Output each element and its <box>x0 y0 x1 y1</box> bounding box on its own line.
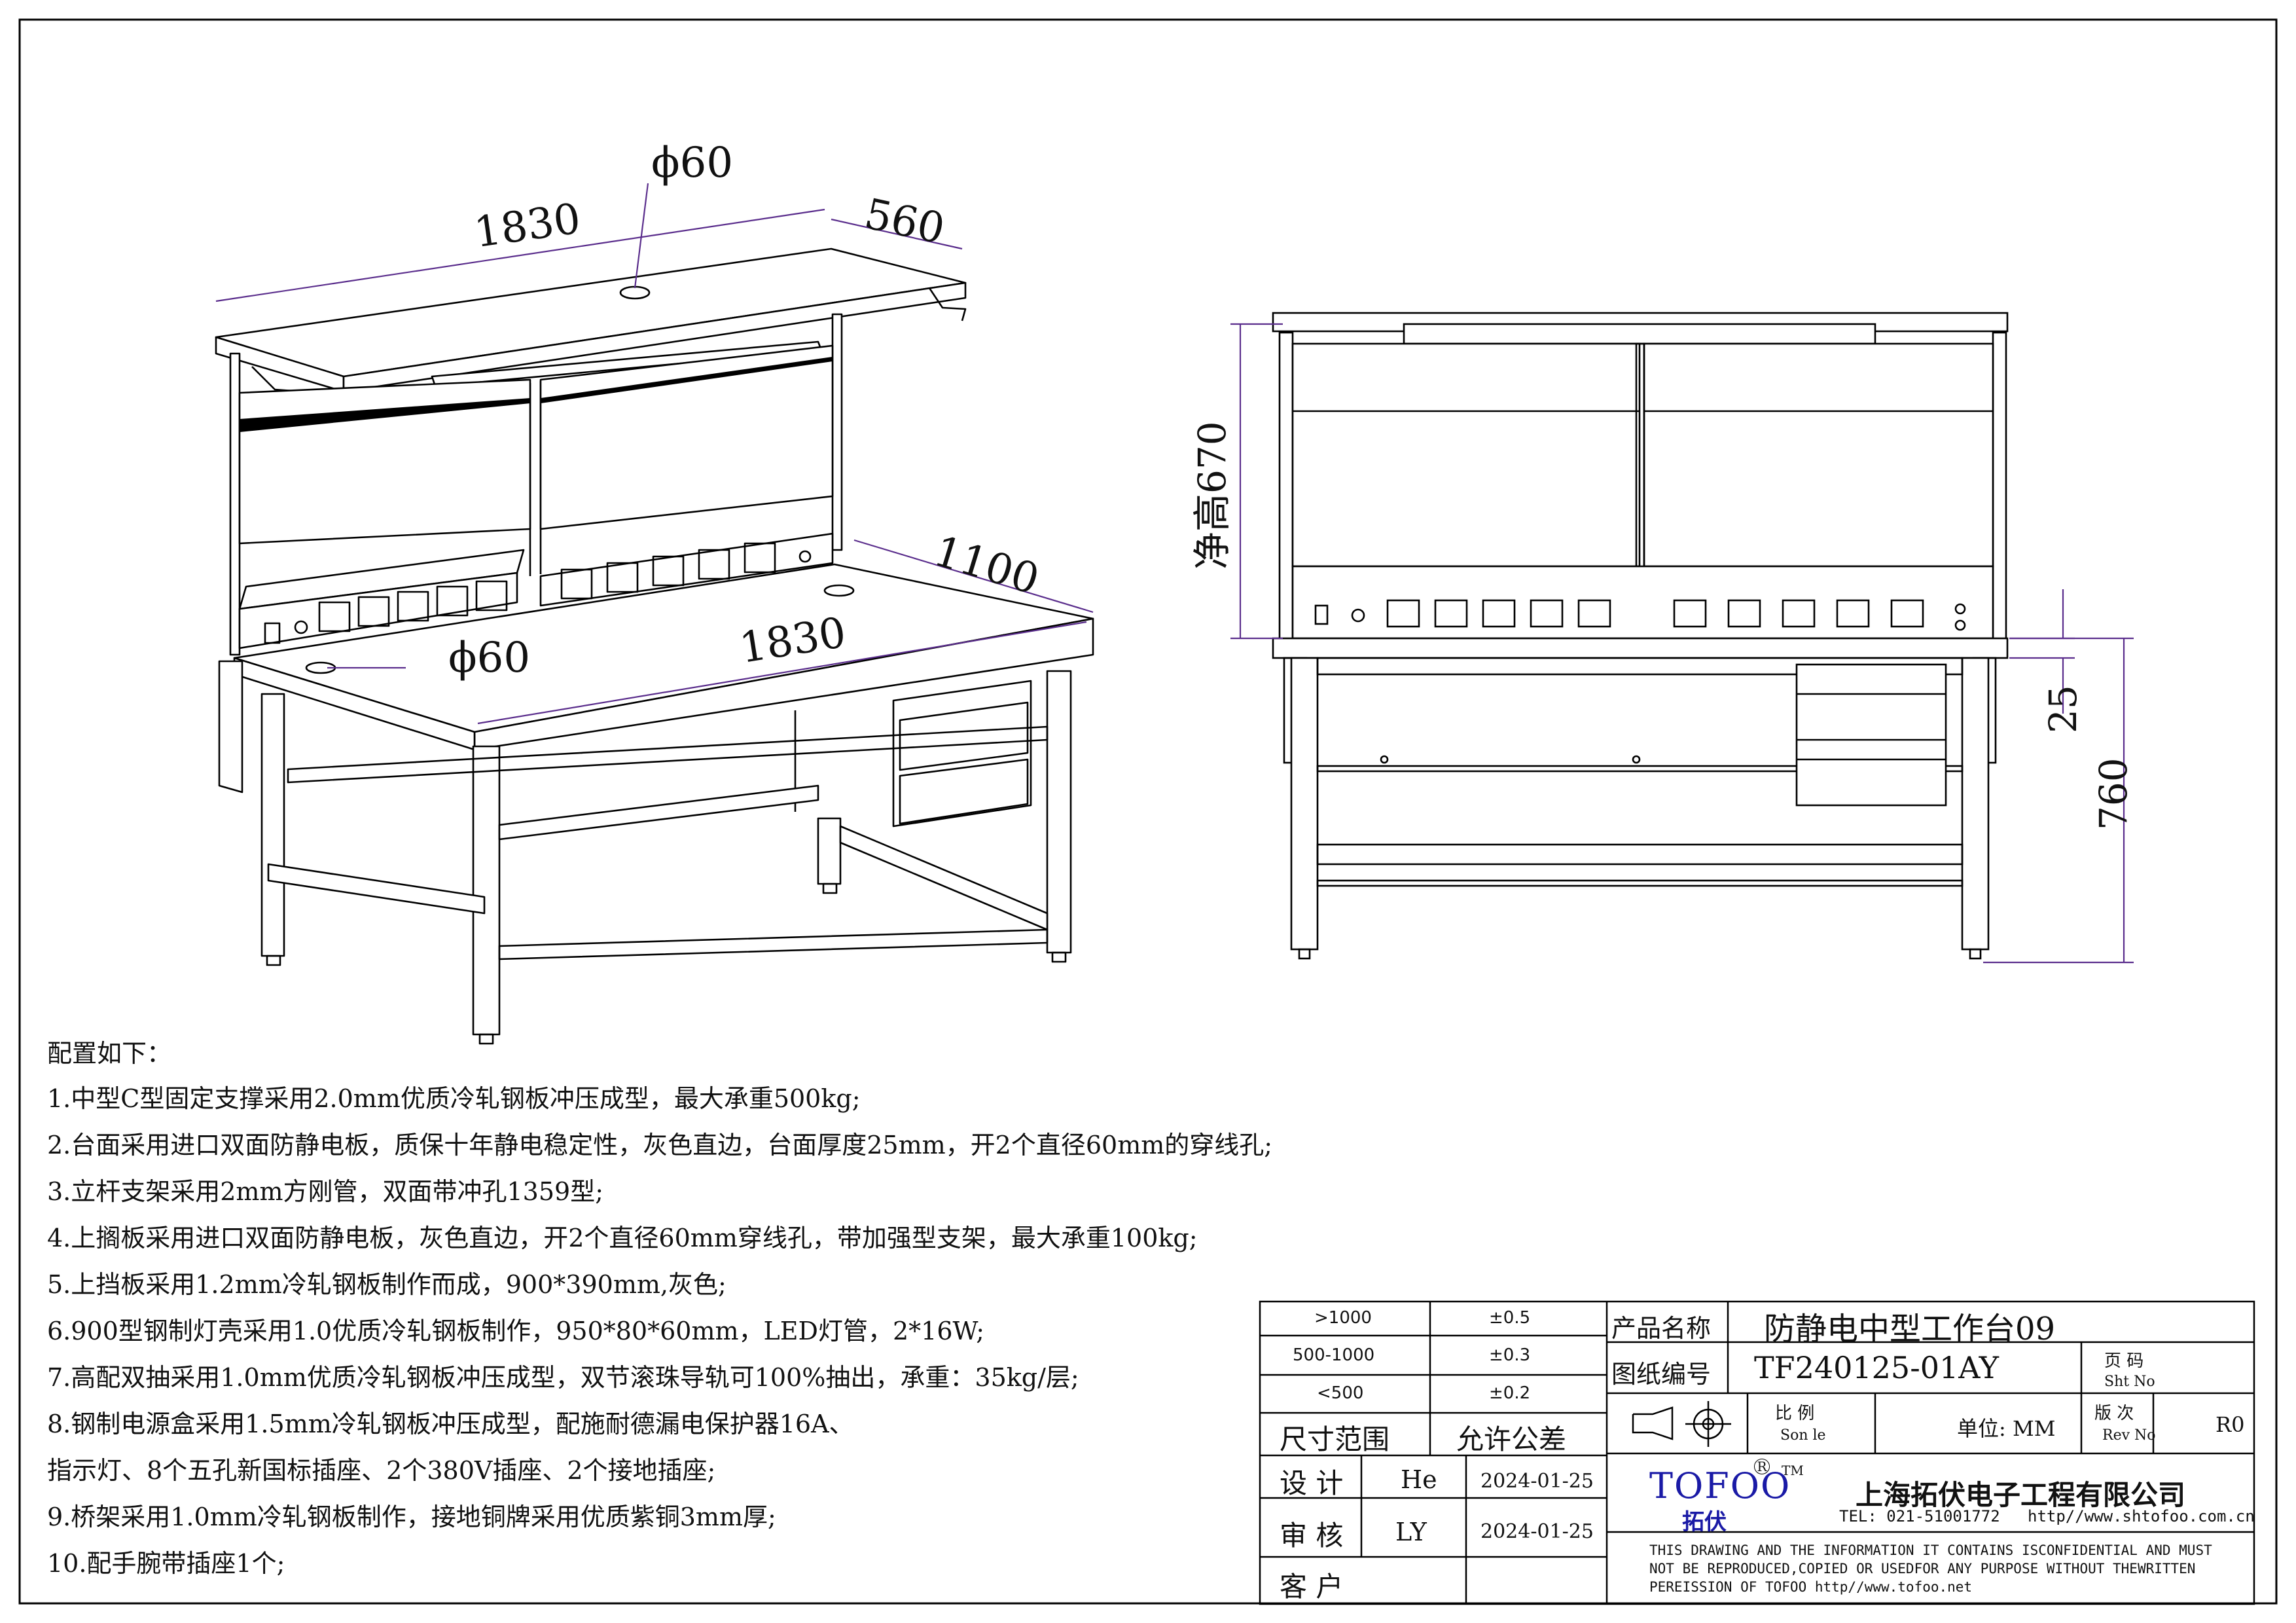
dim-desk-height: 760 <box>2091 757 2136 830</box>
front-dimension-lines <box>1230 323 2134 964</box>
spec-item: 1.中型C型固定支撑采用2.0mm优质冷轧钢板冲压成型，最大承重500kg; <box>47 1084 861 1113</box>
confidential-notice: NOT BE REPRODUCED,COPIED OR USEDFOR ANY … <box>1649 1561 2196 1577</box>
scale-label-cn: 比 例 <box>1775 1404 1815 1423</box>
registered-mark: R <box>1754 1459 1770 1474</box>
spec-item: 3.立杆支架采用2mm方刚管，双面带冲孔1359型; <box>47 1177 604 1206</box>
design-label: 设 计 <box>1280 1467 1344 1499</box>
iso-sockets-left <box>264 580 508 644</box>
review-name: LY <box>1395 1518 1427 1546</box>
drawing-no: TF240125-01AY <box>1754 1350 1999 1385</box>
spec-item: 6.900型钢制灯壳采用1.0优质冷轧钢板制作，950*80*60mm，LED灯… <box>47 1317 985 1345</box>
iso-sockets-right <box>560 542 812 600</box>
dim-top-thickness: 25 <box>2041 685 2085 733</box>
front-power-box <box>1291 565 1994 640</box>
confidential-notice: THIS DRAWING AND THE INFORMATION IT CONT… <box>1649 1542 2212 1558</box>
page-label-en: Sht No <box>2104 1374 2155 1390</box>
confidential-notice: PEREISSION OF TOFOO http//www.tofoo.net <box>1649 1579 1973 1595</box>
rev-label-cn: 版 次 <box>2094 1404 2134 1423</box>
unit-label: 单位: MM <box>1957 1416 2056 1441</box>
spec-item: 指示灯、8个五孔新国标插座、2个380V插座、2个接地插座; <box>47 1456 716 1485</box>
size-range-label: 尺寸范围 <box>1280 1423 1390 1455</box>
dim-hole-top: ϕ60 <box>651 139 734 187</box>
spec-item: 10.配手腕带插座1个; <box>47 1549 285 1578</box>
tol-value: ±0.5 <box>1489 1308 1531 1328</box>
company-name: 上海拓伏电子工程有限公司 <box>1856 1479 2186 1511</box>
scale-label-en: Son le <box>1780 1427 1826 1444</box>
front-back-panel-right <box>1643 342 1994 568</box>
dim-clear-height: 净高670 <box>1190 421 1234 570</box>
front-leg-right <box>1961 657 1990 951</box>
company-tel: TEL: 021-51001772 <box>1839 1507 2000 1525</box>
tolerance-label: 允许公差 <box>1456 1423 1567 1455</box>
tol-value: ±0.2 <box>1489 1383 1531 1403</box>
spec-heading: 配置如下： <box>47 1039 172 1068</box>
trademark-mark: TM <box>1782 1463 1804 1478</box>
isometric-view <box>215 183 1094 1045</box>
design-date: 2024-01-25 <box>1480 1470 1594 1493</box>
spec-item: 8.钢制电源盒采用1.5mm冷轧钢板冲压成型，配施耐德漏电保护器16A、 <box>47 1410 854 1438</box>
sheet-border <box>18 18 2278 1605</box>
front-drawer-unit <box>1795 663 1947 807</box>
rev-label-en: Rev No <box>2102 1427 2156 1444</box>
company-logo-cn: 拓伏 <box>1682 1509 1727 1535</box>
review-label: 审 核 <box>1280 1520 1344 1552</box>
iso-leg-front-left <box>472 745 501 1036</box>
tol-range: <500 <box>1317 1383 1364 1403</box>
front-view <box>1230 312 2134 964</box>
front-leg-left <box>1290 657 1319 951</box>
tol-value: ±0.3 <box>1489 1345 1531 1365</box>
title-block-grid <box>1259 1300 2255 1605</box>
customer-label: 客 户 <box>1280 1571 1344 1603</box>
spec-item: 2.台面采用进口双面防静电板，质保十年静电稳定性，灰色直边，台面厚度25mm，开… <box>47 1131 1273 1159</box>
spec-item: 5.上挡板采用1.2mm冷轧钢板制作而成，900*390mm,灰色; <box>47 1270 726 1299</box>
page-label-cn: 页 码 <box>2104 1351 2144 1371</box>
drawing-no-label: 图纸编号 <box>1611 1360 1712 1389</box>
rev-value: R0 <box>2215 1412 2245 1437</box>
design-name: He <box>1401 1465 1437 1494</box>
iso-dimension-lines <box>215 183 1094 725</box>
front-back-panel-left <box>1291 342 1641 568</box>
product-name-label: 产品名称 <box>1611 1314 1712 1343</box>
tol-range: 500-1000 <box>1293 1345 1375 1365</box>
front-sockets <box>1314 599 1966 631</box>
spec-item: 4.上搁板采用进口双面防静电板，灰色直边，开2个直径60mm穿线孔，带加强型支架… <box>47 1224 1198 1252</box>
tol-range: >1000 <box>1314 1308 1372 1328</box>
spec-item: 9.桥架采用1.0mm冷轧钢板制作，接地铜牌采用优质紫铜3mm厚; <box>47 1503 776 1531</box>
spec-item: 7.高配双抽采用1.0mm优质冷轧钢板冲压成型，双节滚珠导轨可100%抽出，承重… <box>47 1363 1079 1392</box>
front-desk-top <box>1272 637 2009 659</box>
product-name: 防静电中型工作台09 <box>1764 1311 2056 1347</box>
review-date: 2024-01-25 <box>1480 1520 1594 1543</box>
company-logo-text: TOFOO <box>1649 1465 1791 1506</box>
company-url: http//www.shtofoo.com.cn <box>2028 1507 2255 1525</box>
dim-hole-desk: ϕ60 <box>448 634 531 682</box>
iso-power-box-right <box>539 532 834 607</box>
